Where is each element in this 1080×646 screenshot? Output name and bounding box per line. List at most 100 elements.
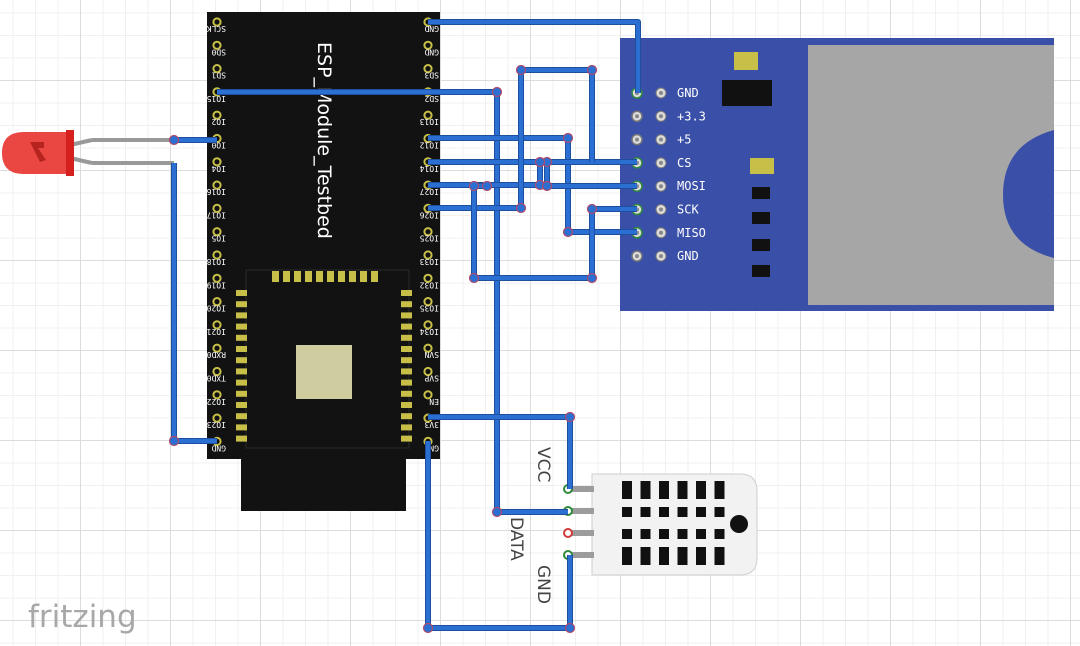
esp-pin-label: IO0 xyxy=(211,141,226,150)
esp-pin[interactable] xyxy=(212,227,222,237)
dht-vent-slot xyxy=(640,529,651,539)
esp-pin[interactable] xyxy=(423,273,433,283)
wire-bendpoint[interactable] xyxy=(562,132,574,144)
esp-pin[interactable] xyxy=(423,110,433,120)
esp-pin[interactable] xyxy=(423,64,433,74)
esp-pin[interactable] xyxy=(423,343,433,353)
dht-pin[interactable] xyxy=(563,528,573,538)
esp-pin[interactable] xyxy=(212,366,222,377)
esp-pin[interactable] xyxy=(212,297,222,307)
wire-bendpoint[interactable] xyxy=(491,86,503,98)
sd-pin-hole xyxy=(659,254,663,259)
esp-pin[interactable] xyxy=(212,157,222,167)
wires xyxy=(168,19,641,634)
dht-leg xyxy=(567,530,594,536)
wroom-pad xyxy=(349,271,356,282)
esp-pin[interactable] xyxy=(423,297,433,307)
wroom-pad xyxy=(360,271,367,282)
esp-pin[interactable] xyxy=(423,320,433,330)
wroom-pad xyxy=(401,368,412,375)
dht-vent-slot xyxy=(659,547,669,565)
sd-pin-hole xyxy=(659,160,663,165)
wire-bendpoint[interactable] xyxy=(562,226,574,238)
wroom-pad xyxy=(401,435,412,442)
wroom-pad xyxy=(401,413,412,420)
wroom-pad xyxy=(401,402,412,408)
esp-pin-label: IO23 xyxy=(207,420,226,429)
esp-pin[interactable] xyxy=(212,203,222,213)
wroom-pad xyxy=(236,312,247,319)
wire-bendpoint[interactable] xyxy=(586,203,598,215)
esp-pin-label: SD2 xyxy=(424,94,439,103)
esp-pin[interactable] xyxy=(212,17,222,27)
esp-pin-label: IO14 xyxy=(420,164,439,173)
sd-pin-label: MOSI xyxy=(677,179,706,193)
wire[interactable] xyxy=(426,441,572,630)
esp-pin-label: IO2 xyxy=(211,117,226,126)
esp-pin[interactable] xyxy=(212,343,222,353)
wire-bendpoint[interactable] xyxy=(515,202,527,214)
led-rim xyxy=(66,130,74,176)
wire[interactable] xyxy=(428,160,637,187)
esp-pin[interactable] xyxy=(423,366,433,377)
esp-pin-label: SVN xyxy=(424,350,439,359)
wire-bendpoint[interactable] xyxy=(541,180,553,192)
wire-bendpoint[interactable] xyxy=(586,272,598,284)
wire-bendpoint[interactable] xyxy=(491,506,503,518)
esp-pin-label: IO35 xyxy=(420,304,439,313)
esp-pin[interactable] xyxy=(423,227,433,237)
esp-pin-label: GND xyxy=(424,443,439,452)
dht-vent-slot xyxy=(622,481,632,499)
wire-bendpoint[interactable] xyxy=(168,134,180,146)
wire[interactable] xyxy=(428,20,640,93)
dht-vent-slot xyxy=(640,481,651,499)
wroom-pad xyxy=(236,402,247,408)
esp-pin[interactable] xyxy=(423,250,433,260)
esp-pin[interactable] xyxy=(212,180,222,190)
esp-pin[interactable] xyxy=(212,110,222,120)
wire-bendpoint[interactable] xyxy=(586,64,598,76)
wire[interactable] xyxy=(428,160,637,188)
sd-pin-hole xyxy=(635,114,639,119)
wire-bendpoint[interactable] xyxy=(468,180,480,192)
wire-bendpoint[interactable] xyxy=(481,180,493,192)
esp-pin[interactable] xyxy=(212,250,222,260)
esp-pin-label: IO5 xyxy=(211,234,226,243)
wire[interactable] xyxy=(217,90,568,514)
esp-pin-label: IO18 xyxy=(207,257,226,266)
wire-bendpoint[interactable] xyxy=(168,435,180,447)
wire-bendpoint[interactable] xyxy=(515,64,527,76)
wire-bendpoint[interactable] xyxy=(422,622,434,634)
dht-vent-slot xyxy=(659,507,669,517)
esp32-module[interactable]: ESP_Module_Testbed SCLKSD0SD1IO15IO2IO0I… xyxy=(207,12,440,511)
wire-bendpoint[interactable] xyxy=(564,411,576,423)
dht-vent-slot xyxy=(696,481,706,499)
wroom-pad xyxy=(236,413,247,420)
red-led[interactable] xyxy=(2,130,174,176)
wire-bendpoint[interactable] xyxy=(468,272,480,284)
esp-pin[interactable] xyxy=(212,320,222,330)
esp-pin[interactable] xyxy=(423,390,433,400)
esp-pin[interactable] xyxy=(212,273,222,283)
wire-bendpoint[interactable] xyxy=(534,156,546,168)
esp-pin[interactable] xyxy=(423,40,433,50)
dht-vent-slot xyxy=(714,481,725,499)
sd-pin-label: CS xyxy=(677,156,691,170)
esp-pin[interactable] xyxy=(212,413,222,423)
wroom-pad xyxy=(294,271,301,282)
esp-pin[interactable] xyxy=(212,40,222,50)
dht-leg xyxy=(567,486,594,492)
esp-pin[interactable] xyxy=(212,64,222,74)
wroom-pad xyxy=(236,357,247,364)
sd-pin-hole xyxy=(635,137,639,142)
esp32-usb-block xyxy=(241,459,406,511)
led-die xyxy=(30,142,46,162)
wire-outline xyxy=(428,19,641,93)
esp-pin[interactable] xyxy=(212,390,222,400)
sd-smd-component xyxy=(752,239,770,251)
wire-bendpoint[interactable] xyxy=(564,622,576,634)
wroom-pad xyxy=(401,390,412,397)
